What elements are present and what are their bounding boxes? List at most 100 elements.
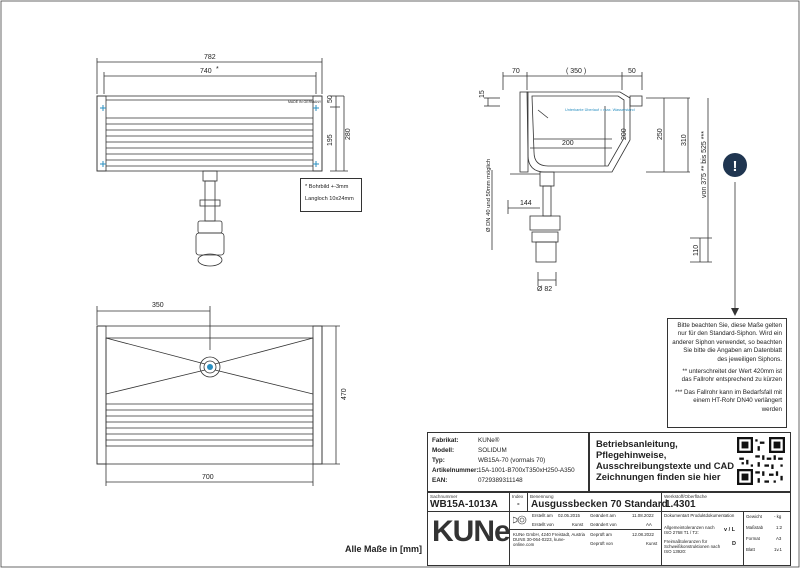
dim-350-side: ( 350 ): [566, 68, 586, 75]
geprueft-am-label: Geprüft am: [590, 532, 612, 537]
ean-value: 0729389311148: [478, 477, 523, 484]
siphon-note: Bitte beachten Sie, diese Maße gelten nu…: [667, 318, 787, 428]
massstab-value: 1:2: [776, 525, 783, 530]
front-view-markers: [100, 105, 319, 167]
title-block: Fabrikat: KUNe® Modell: SOLIDUM Typ: WB15A-…: [427, 432, 791, 566]
blatt-value: 1v.1: [774, 547, 782, 552]
qr-code-icon[interactable]: [737, 437, 785, 485]
fabrikat-label: Fabrikat:: [432, 437, 459, 444]
dokumentart: Dokumentart Produktdokumentation: [664, 513, 735, 518]
top-view: [96, 306, 340, 486]
tolerance-label: Allgemeintoleranzen nach ISO 2768 T1 / T…: [664, 525, 715, 535]
note-p2: ** unterschreitet der Wert 420mm ist das…: [681, 368, 782, 384]
werkstoff-label: Werkstoff/Oberfläche: [664, 494, 707, 499]
dim-250: 250: [657, 128, 664, 140]
bohrbild-box: * Bohrbild +-3mm Langloch 10x24mm: [300, 178, 362, 212]
sheet-info: Gewicht - kg Maßstab 1:2 Format A3 Blatt…: [744, 511, 790, 565]
werkstoff-value: 1.4301: [665, 499, 696, 510]
dim-70-side: 70: [512, 68, 520, 75]
bohrbild-line2: Langloch 10x24mm: [305, 196, 354, 202]
bohrbild-line1: * Bohrbild +-3mm: [305, 184, 349, 190]
dim-470: 470: [341, 388, 348, 400]
qr-text: Betriebsanleitung, Pflegehinweise, Aussc…: [596, 438, 735, 482]
dim-144: 144: [520, 200, 532, 207]
made-in-germany-label: MADE IN GERMANY: [288, 100, 322, 104]
logo-text: KUNe: [432, 515, 511, 548]
geaendert-value: 11.08.2022: [632, 513, 654, 518]
massstab-label: Maßstab: [746, 525, 764, 530]
ean-label: EAN:: [432, 477, 448, 484]
index-value: -: [517, 499, 520, 508]
dim-range: von 375 ** bis 525 ***: [701, 131, 708, 198]
dim-310: 310: [681, 134, 688, 146]
erstellt-value: 02.05.2015: [558, 513, 580, 518]
fabrikat-value: KUNe®: [478, 437, 500, 444]
geaendert-von-label: Geändert von: [590, 522, 617, 527]
index-label: Index: [512, 494, 524, 499]
info-icon: [723, 153, 747, 177]
dates-block: Erstellt am 02.05.2015 Geändert am 11.08…: [510, 511, 662, 565]
drawing-metadata: Sachnummer WB15A-1013A KUNe Index - Bene…: [427, 492, 791, 566]
geprueft-von-label: Geprüft von: [590, 541, 613, 546]
format-label: Format: [746, 536, 760, 541]
note-p3: *** Das Fallrohr kann im Bedarfsfall mit…: [675, 388, 782, 413]
typ-value: WB15A-70 (vormals 70): [478, 457, 546, 464]
front-view: [96, 58, 348, 267]
svg-text:!: !: [733, 158, 738, 175]
format-value: A3: [776, 536, 782, 541]
dim-350-top: 350: [152, 302, 164, 309]
benennung-value: Ausgussbecken 70 Standard: [531, 499, 668, 510]
dim-700: 700: [202, 474, 214, 481]
dim-740: 740: [200, 68, 212, 75]
modell-value: SOLIDUM: [478, 447, 507, 454]
index-cell: Index -: [510, 493, 528, 511]
geaendert-label: Geändert am: [590, 513, 616, 518]
dim-200-horizontal: 200: [562, 140, 574, 147]
erstellt-von-label: Erstellt von: [532, 522, 554, 527]
dim-740-mark: *: [216, 66, 219, 73]
sach-value: WB15A-1013A: [430, 499, 498, 510]
product-info: Fabrikat: KUNe® Modell: SOLIDUM Typ: WB15A-…: [427, 432, 589, 492]
typ-label: Typ:: [432, 457, 445, 464]
artikel-label: Artikelnummer:: [432, 467, 479, 474]
blatt-label: Blatt: [746, 547, 755, 552]
geaendert-von-value: AA: [646, 522, 652, 527]
company-address: KUNe GmbH, 4240 Freistadt, Austria DUNS …: [513, 532, 585, 547]
werkstoff-cell: Werkstoff/Oberfläche 1.4301: [662, 493, 790, 511]
dim-15: 15: [479, 90, 486, 98]
dim-50-front: 50: [327, 95, 334, 103]
qr-section: Betriebsanleitung, Pflegehinweise, Aussc…: [589, 432, 791, 492]
freimass-value: D: [732, 541, 736, 547]
benennung-label: Benennung: [530, 494, 554, 499]
note-p1: Bitte beachten Sie, diese Maße gelten nu…: [672, 322, 782, 363]
dn-label: Ø DN 40 und 50mm möglich: [486, 159, 492, 232]
tolerance-block: Dokumentart Produktdokumentation Allgeme…: [662, 511, 744, 565]
sach-label: Sachnummer: [430, 494, 458, 499]
tolerance-value: v / L: [724, 527, 736, 533]
dim-782: 782: [204, 54, 216, 61]
overflow-note: Unterkante Überlauf = max. Wasserstand: [565, 108, 635, 112]
side-view: [484, 72, 712, 286]
dim-110: 110: [693, 245, 700, 256]
geprueft-am-value: 12.08.2022: [632, 532, 654, 537]
dim-50-side: 50: [628, 68, 636, 75]
projection-symbol-icon: [513, 515, 527, 525]
erstellt-von-value: Kunst: [572, 522, 584, 527]
modell-label: Modell:: [432, 447, 455, 454]
geprueft-von-value: Kunst: [646, 541, 658, 546]
dim-200-vertical: 200: [621, 128, 628, 140]
dim-280: 280: [345, 128, 352, 140]
erstellt-label: Erstellt am: [532, 513, 553, 518]
gewicht-value: - kg: [774, 514, 782, 519]
all-dimensions-label: Alle Maße in [mm]: [345, 544, 423, 554]
artikel-value: 15A-1001-B700xT350xH250-A350: [478, 467, 575, 474]
kune-logo: KUNe: [432, 515, 511, 549]
dim-82: Ø 82: [537, 286, 552, 293]
sach-cell: Sachnummer WB15A-1013A KUNe: [428, 493, 511, 565]
gewicht-label: Gewicht: [746, 514, 762, 519]
dim-195: 195: [327, 134, 334, 146]
freimass-label: Freimaßtoleranzen für Schweißkonstruktio…: [664, 539, 721, 554]
